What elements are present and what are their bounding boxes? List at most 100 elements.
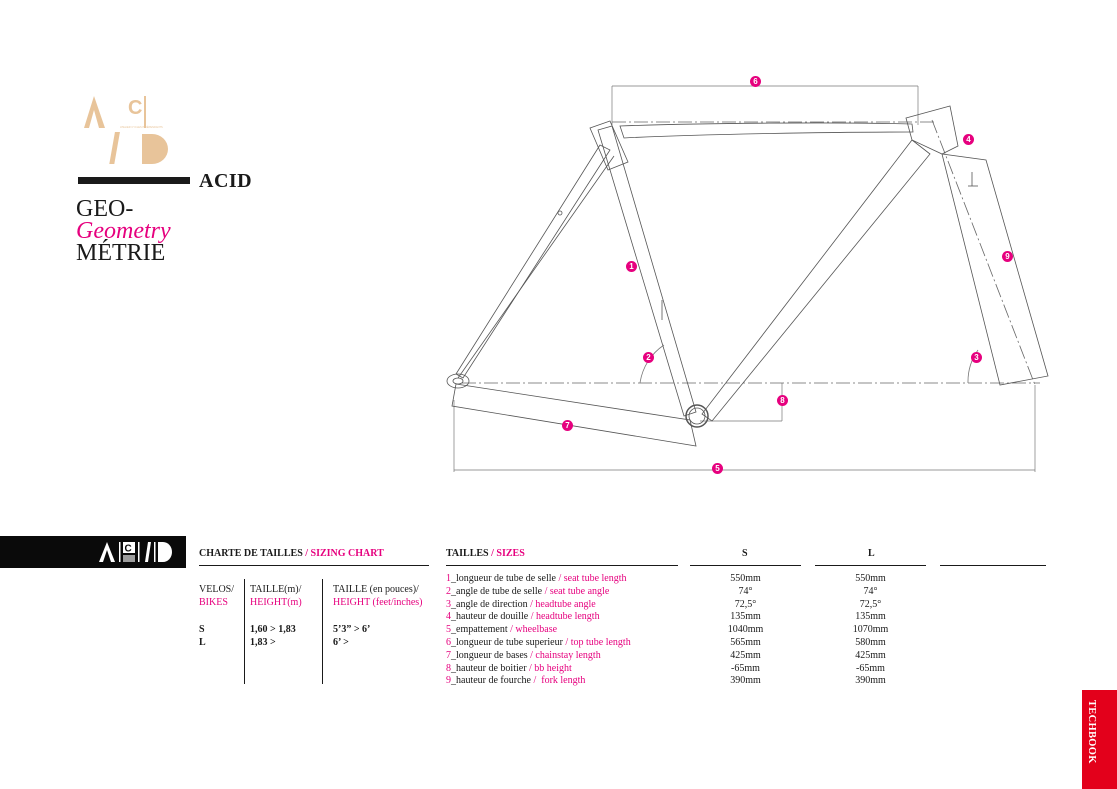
title-line-1: GEO- xyxy=(76,196,134,222)
col-divider-1 xyxy=(244,579,245,684)
size-extra-rule xyxy=(940,565,1046,566)
size-s-header: S xyxy=(742,548,748,559)
marker-4: 4 xyxy=(963,134,974,145)
logo-letter-c: C xyxy=(128,97,142,119)
size-l-value: 425mm xyxy=(855,649,886,661)
size-row-label-en: / headtube length xyxy=(528,611,600,623)
size-row-label-fr: _empattement xyxy=(451,624,508,636)
size-row-number: 4 xyxy=(446,611,451,623)
size-l-value: 390mm xyxy=(855,675,886,687)
size-s-rule xyxy=(690,565,801,566)
svg-text:C: C xyxy=(125,544,132,555)
size-s-value: -65mm xyxy=(731,662,760,674)
logo-letter-a-shape xyxy=(84,96,105,128)
size-row-number: 3 xyxy=(446,598,451,610)
size-row-number: 2 xyxy=(446,585,451,597)
marker-5: 5 xyxy=(712,463,723,474)
size-row-label-fr: _angle de tube de selle xyxy=(451,585,543,597)
size-row: 4_hauteur de douille / headtube length xyxy=(446,611,631,624)
frame-geometry-diagram xyxy=(430,70,1060,490)
size-row: 7_longueur de bases / chainstay length xyxy=(446,650,631,663)
size-row-label-en: / wheelbase xyxy=(507,624,558,636)
size-s-value: 565mm xyxy=(730,636,761,648)
size-row-label-fr: _hauteur de fourche xyxy=(451,675,531,687)
brand-band: C xyxy=(0,536,186,568)
techbook-tab: TECHBOOK xyxy=(1082,690,1117,789)
sizes-list: 1_longueur de tube de selle / seat tube … xyxy=(446,573,631,688)
size-row-label-fr: _longueur de tube de selle xyxy=(451,573,556,584)
sizing-chart-rule xyxy=(199,565,429,566)
size-row: 5_empattement / wheelbase xyxy=(446,624,631,637)
sizes-heading: TAILLES / SIZES xyxy=(446,548,525,559)
size-row: 1_longueur de tube de selle / seat tube … xyxy=(446,573,631,586)
size-s-value: 135mm xyxy=(730,611,761,623)
size-row: 8_hauteur de boitier / bb height xyxy=(446,663,631,676)
size-row-label-fr: _hauteur de boitier xyxy=(451,662,527,674)
sizes-rule xyxy=(446,565,678,566)
size-row-label-en: / fork length xyxy=(530,675,586,687)
size-row-label-fr: _angle de direction xyxy=(451,598,528,610)
brand-name: ACID xyxy=(199,170,253,192)
size-l-value: 74° xyxy=(863,585,878,597)
size-l-value: 550mm xyxy=(855,573,886,584)
size-l-value: 72,5° xyxy=(859,598,882,610)
sizing-row-s-height-m: 1,60 > 1,83 xyxy=(250,624,296,635)
sizing-row-l: L xyxy=(199,637,206,648)
title-line-2: Geometry xyxy=(76,218,171,244)
size-row-number: 9 xyxy=(446,675,451,687)
size-row-label-en: / headtube angle xyxy=(527,598,596,610)
size-row-number: 1 xyxy=(446,573,451,584)
size-row: 9_hauteur de fourche / fork length xyxy=(446,675,631,688)
size-row-number: 7 xyxy=(446,649,451,661)
size-row-label-en: / seat tube length xyxy=(555,573,627,584)
size-row-label-en: / chainstay length xyxy=(527,649,601,661)
marker-9: 9 xyxy=(1002,251,1013,262)
size-l-header: L xyxy=(868,548,875,559)
sizing-row-l-height-ft: 6’ > xyxy=(333,637,349,648)
size-row: 3_angle de direction / headtube angle xyxy=(446,599,631,612)
size-l-value: 135mm xyxy=(855,611,886,623)
size-row-number: 5 xyxy=(446,624,451,636)
size-s-value: 390mm xyxy=(730,675,761,687)
page-title: GEO- Geometry MÉTRIE xyxy=(76,196,171,266)
sizing-row-l-height-m: 1,83 > xyxy=(250,637,276,648)
col-divider-2 xyxy=(322,579,323,684)
band-logo: C xyxy=(99,542,172,562)
marker-3: 3 xyxy=(971,352,982,363)
sizing-row-s-height-ft: 5’3” > 6’ xyxy=(333,624,371,635)
marker-1: 1 xyxy=(626,261,637,272)
size-row-label-fr: _hauteur de douille xyxy=(451,611,529,623)
size-row-number: 8 xyxy=(446,662,451,674)
size-s-value: 550mm xyxy=(730,573,761,584)
size-row-label-fr: _longueur de bases xyxy=(451,649,528,661)
size-l-value: -65mm xyxy=(856,662,885,674)
size-row-number: 6 xyxy=(446,636,451,648)
brand-logo: C ATELIER CYCLES INDÉPENDANTS xyxy=(78,92,178,167)
size-row: 2_angle de tube de selle / seat tube ang… xyxy=(446,586,631,599)
size-s-value: 425mm xyxy=(730,649,761,661)
size-l-value: 580mm xyxy=(855,636,886,648)
size-row-label-fr: _longueur de tube superieur xyxy=(451,636,563,648)
size-row: 6_longueur de tube superieur / top tube … xyxy=(446,637,631,650)
col-height-m-header: TAILLE(m)/ HEIGHT(m) xyxy=(250,584,302,608)
size-l-value: 1070mm xyxy=(852,624,889,636)
size-s-value: 1040mm xyxy=(727,624,764,636)
sizing-chart-heading: CHARTE DE TAILLES / SIZING CHART xyxy=(199,548,384,559)
marker-7: 7 xyxy=(562,420,573,431)
size-row-label-en: / bb height xyxy=(526,662,572,674)
size-s-value: 72,5° xyxy=(734,598,757,610)
marker-2: 2 xyxy=(643,352,654,363)
title-rule xyxy=(78,177,190,184)
col-height-ft-header: TAILLE (en pouces)/ HEIGHT (feet/inches) xyxy=(333,584,423,608)
size-s-value: 74° xyxy=(738,585,753,597)
size-row-label-en: / top tube length xyxy=(562,636,631,648)
logo-tagline: ATELIER CYCLES INDÉPENDANTS xyxy=(120,124,163,129)
size-l-rule xyxy=(815,565,926,566)
size-row-label-en: / seat tube angle xyxy=(542,585,610,597)
title-line-3: MÉTRIE xyxy=(76,240,166,266)
marker-8: 8 xyxy=(777,395,788,406)
col-bikes-header: VELOS/ BIKES xyxy=(199,584,234,608)
marker-6: 6 xyxy=(750,76,761,87)
